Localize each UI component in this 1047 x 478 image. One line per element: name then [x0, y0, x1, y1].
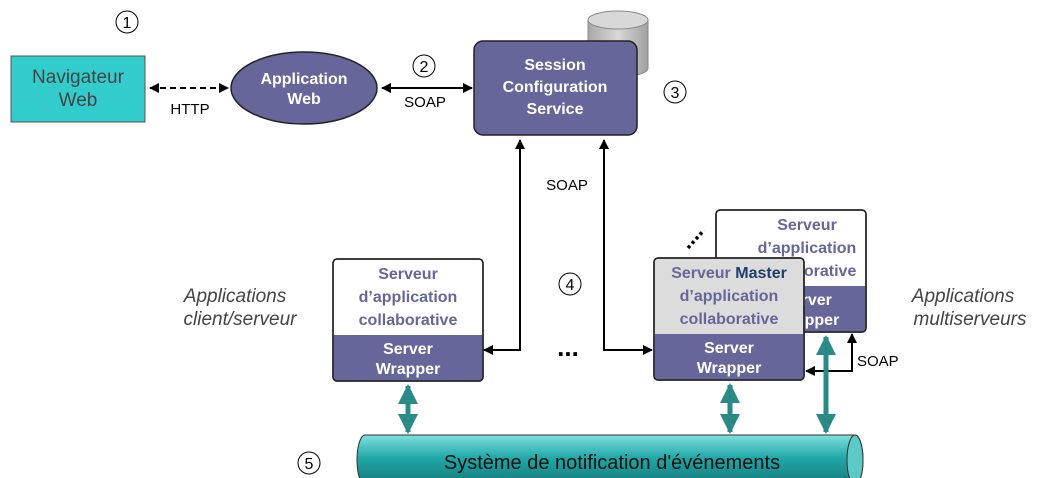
svg-text:Navigateur: Navigateur: [32, 67, 125, 88]
marker-1: 1: [115, 10, 139, 34]
svg-text:Système de notification d'évén: Système de notification d'événements: [444, 452, 780, 474]
svg-text:d’application: d’application: [680, 288, 779, 305]
svg-text:Serveur: Serveur: [777, 217, 837, 234]
svg-text:Serveur: Serveur: [378, 266, 438, 283]
multiserver-label: Applications multiserveurs: [911, 286, 1027, 330]
svg-text:Web: Web: [59, 90, 98, 111]
left-server-box: Serveur d’application collaborative Serv…: [332, 258, 484, 382]
ellipsis: ...: [557, 332, 579, 362]
svg-text:5: 5: [305, 456, 314, 473]
svg-text:Wrapper: Wrapper: [697, 360, 762, 377]
svg-text:Configuration: Configuration: [503, 79, 608, 96]
svg-text:Applications: Applications: [183, 286, 287, 307]
master-server-box: Serveur Master d’application collaborati…: [653, 257, 805, 381]
svg-text:d’application: d’application: [359, 289, 458, 306]
svg-text:client/serveur: client/serveur: [184, 309, 298, 330]
svg-text:Wrapper: Wrapper: [376, 361, 441, 378]
svg-text:d’application: d’application: [758, 240, 857, 257]
svg-text:Applications: Applications: [911, 286, 1015, 307]
marker-3: 3: [663, 80, 687, 104]
marker-4: 4: [558, 272, 582, 296]
svg-text:Service: Service: [527, 101, 584, 118]
http-label: HTTP: [170, 101, 209, 118]
soap-label-top: SOAP: [404, 94, 446, 111]
soap-connector-right: [599, 139, 653, 355]
client-server-label: Applications client/serveur: [183, 286, 297, 330]
marker-2: 2: [412, 54, 436, 78]
svg-text:collaborative: collaborative: [680, 311, 779, 328]
svg-text:Web: Web: [287, 91, 321, 108]
svg-text:collaborative: collaborative: [359, 312, 458, 329]
svg-text:Application: Application: [260, 71, 347, 88]
svg-text:3: 3: [671, 85, 680, 102]
more-servers-dots: [686, 228, 706, 250]
svg-text:Serveur Master: Serveur Master: [671, 265, 787, 282]
soap-connector-left: [483, 139, 525, 355]
soap-label-vertical: SOAP: [546, 177, 588, 194]
soap-label-right: SOAP: [857, 353, 899, 370]
web-app-node: Application Web: [230, 51, 378, 125]
session-service-box: Session Configuration Service: [473, 40, 638, 136]
svg-text:Server: Server: [383, 341, 433, 358]
soap-connector-servers: [805, 333, 857, 376]
browser-box: Navigateur Web: [10, 55, 146, 123]
svg-text:4: 4: [566, 277, 575, 294]
svg-text:multiserveurs: multiserveurs: [914, 309, 1027, 330]
svg-text:Server: Server: [704, 340, 754, 357]
svg-text:2: 2: [420, 59, 429, 76]
svg-text:Session: Session: [524, 57, 585, 74]
notification-bus: Système de notification d'événements: [356, 434, 864, 478]
svg-text:1: 1: [123, 15, 132, 32]
marker-5: 5: [297, 451, 321, 475]
